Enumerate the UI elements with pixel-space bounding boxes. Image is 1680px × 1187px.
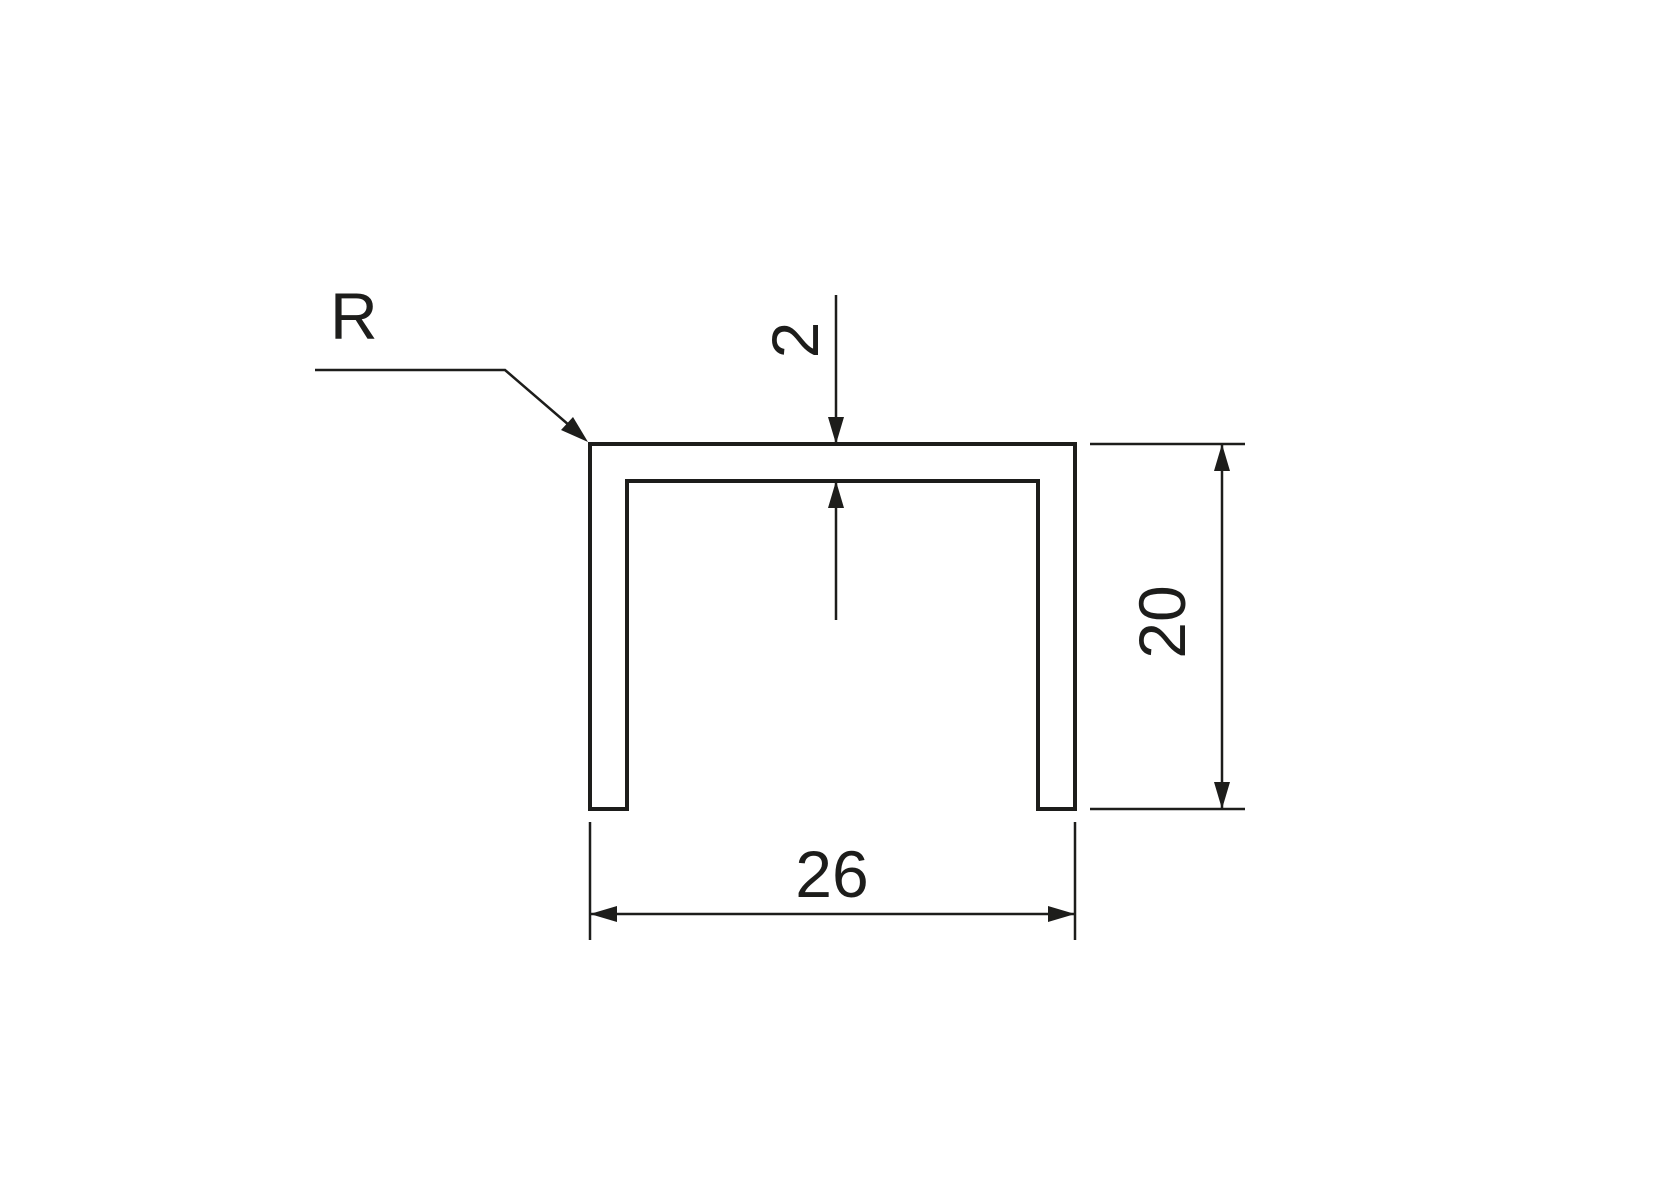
height-arrow-top — [1214, 444, 1230, 471]
width-arrow-right — [1048, 906, 1075, 922]
thickness-arrow-top — [828, 417, 844, 444]
width-arrow-left — [590, 906, 617, 922]
height-dim-label: 20 — [1125, 585, 1199, 658]
thickness-dim-label: 2 — [758, 322, 832, 359]
u-channel-outline — [588, 442, 1077, 811]
radius-leader-line — [315, 368, 585, 439]
height-arrow-bottom — [1214, 782, 1230, 809]
thickness-arrow-bottom — [828, 481, 844, 508]
radius-leader-arrowhead — [561, 417, 588, 442]
radius-label: R — [330, 279, 378, 353]
width-dim-label: 26 — [795, 837, 868, 911]
